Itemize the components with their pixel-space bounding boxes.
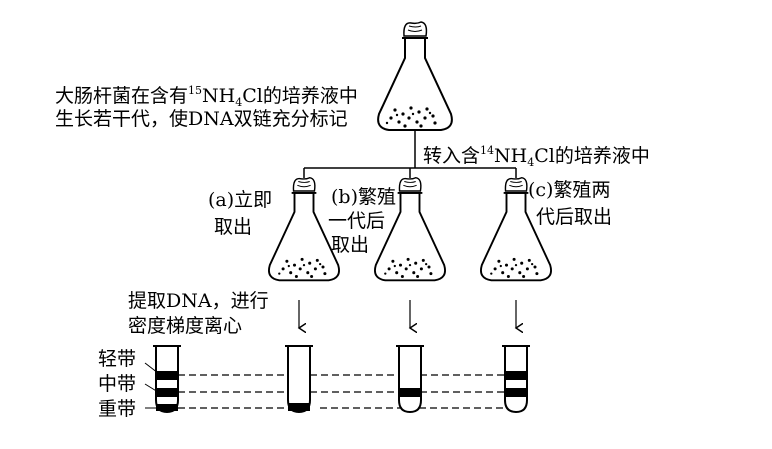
flask-a-label-1: (a)立即 bbox=[208, 189, 273, 211]
source-line-2: 生长若干代，使DNA双链充分标记 bbox=[55, 108, 348, 130]
light-band-label: 轻带 bbox=[98, 348, 137, 370]
tube-c-icon bbox=[501, 345, 531, 413]
transfer-label: 转入含14NH4Cl的培养液中 bbox=[423, 144, 650, 169]
flask-b-label-1: (b)繁殖 bbox=[331, 186, 396, 208]
heavy-band-label: 重带 bbox=[98, 398, 137, 420]
flask-c-label-1: (c)繁殖两 bbox=[528, 179, 611, 201]
middle-label-pointer bbox=[144, 383, 159, 393]
flask-a-label-2: 取出 bbox=[214, 216, 253, 238]
light-label-pointer bbox=[144, 362, 159, 374]
source-line-1: 大肠杆菌在含有15NH4Cl的培养液中 bbox=[55, 84, 358, 109]
middle-band-label: 中带 bbox=[98, 373, 137, 395]
source-flask-icon bbox=[377, 21, 453, 131]
reference-tube-icon bbox=[152, 345, 182, 413]
tube-a-icon bbox=[284, 345, 314, 413]
flask-b-label-3: 取出 bbox=[331, 234, 370, 256]
flask-b-label-2: 一代后 bbox=[328, 210, 386, 232]
tube-b-icon bbox=[395, 345, 425, 413]
flask-c-label-2: 代后取出 bbox=[536, 206, 613, 228]
procedure-line-2: 密度梯度离心 bbox=[128, 315, 243, 337]
procedure-line-1: 提取DNA，进行 bbox=[128, 290, 269, 312]
